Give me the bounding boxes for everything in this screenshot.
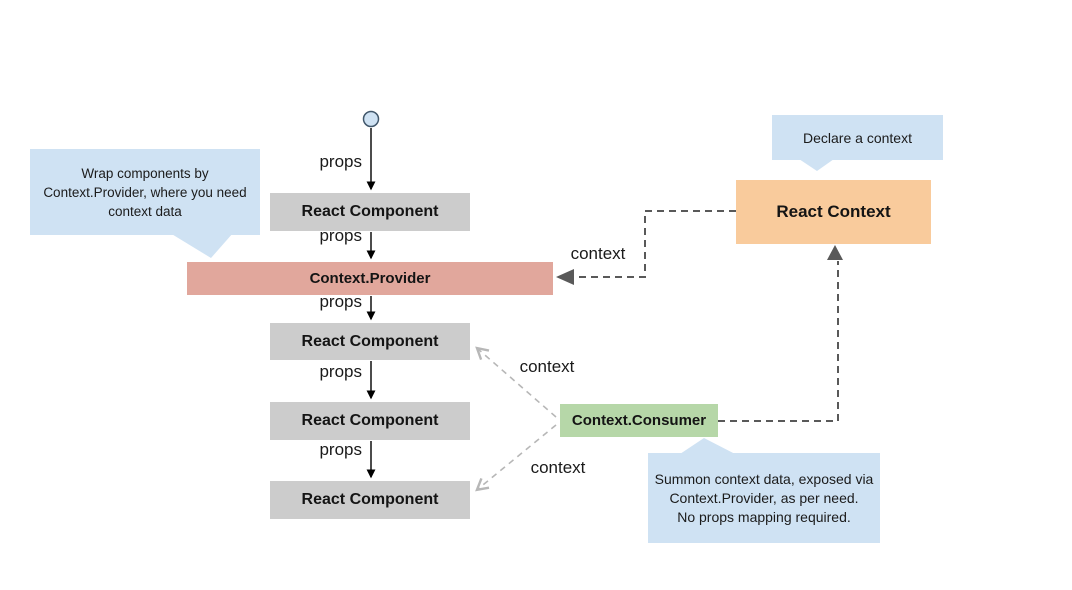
arrowhead-provider (556, 269, 574, 285)
callout-wrap-tail (170, 233, 233, 258)
edge-label-props-3: props (319, 292, 362, 311)
callout-declare-tail (799, 159, 834, 171)
start-node (362, 110, 380, 128)
edge-label-props-2: props (319, 226, 362, 245)
connector-consumer-to-context (718, 261, 839, 422)
node-react-component-4: React Component (270, 481, 470, 519)
node-react-component-3: React Component (270, 402, 470, 440)
callout-wrap-components: Wrap components by Context.Provider, whe… (30, 149, 260, 235)
edge-label-props-5: props (319, 440, 362, 459)
connector-consumer-to-component-4 (475, 424, 557, 492)
node-context-consumer: Context.Consumer (560, 404, 718, 437)
edge-label-props-1: props (319, 152, 362, 171)
edge-label-context-lower: context (530, 458, 586, 477)
callout-summon-context: Summon context data, exposed via Context… (648, 453, 880, 543)
arrowhead-react-context (827, 245, 843, 260)
edge-label-props-4: props (319, 362, 362, 381)
node-react-component-1: React Component (270, 193, 470, 231)
node-react-component-2: React Component (270, 323, 470, 360)
node-context-provider: Context.Provider (187, 262, 553, 295)
node-react-context: React Context (736, 180, 931, 244)
edge-label-context-upper: context (519, 357, 575, 376)
callout-declare-context: Declare a context (772, 115, 943, 160)
edge-label-context-provider: context (570, 244, 626, 263)
